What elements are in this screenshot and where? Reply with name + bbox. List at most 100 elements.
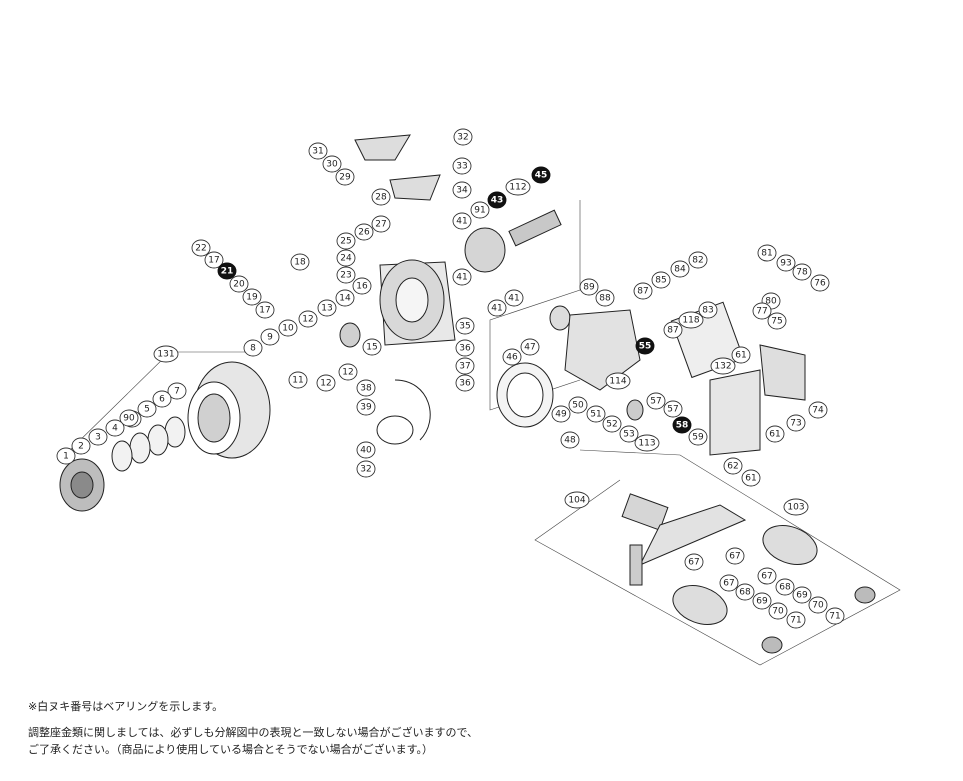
callout-label: 74 xyxy=(812,406,824,416)
part-callout: 49 xyxy=(551,405,571,423)
callout-bubble xyxy=(595,289,615,307)
part-callout: 24 xyxy=(336,249,356,267)
callout-bubble xyxy=(356,441,376,459)
part-callout: 85 xyxy=(651,271,671,289)
callout-bubble xyxy=(757,567,777,585)
part-callout: 36 xyxy=(455,339,475,357)
callout-bubble xyxy=(776,254,796,272)
callout-label: 12 xyxy=(302,315,313,325)
callout-bubble xyxy=(723,457,743,475)
callout-label: 89 xyxy=(583,283,595,293)
part-callout: 26 xyxy=(354,223,374,241)
callout-label: 51 xyxy=(590,410,601,420)
callout-bubble xyxy=(338,363,358,381)
callout-label: 49 xyxy=(555,410,567,420)
callout-bubble xyxy=(455,357,475,375)
callout-label: 67 xyxy=(761,572,772,582)
callout-bubble xyxy=(684,553,704,571)
callout-label: 46 xyxy=(506,353,518,363)
part-callout: 90 xyxy=(119,409,139,427)
part-callout: 39 xyxy=(356,398,376,416)
part-callout: 57 xyxy=(663,400,683,418)
callout-label: 55 xyxy=(639,342,652,352)
callout-label: 20 xyxy=(233,280,245,290)
callout-bubble xyxy=(825,607,845,625)
callout-label: 67 xyxy=(729,552,740,562)
part-callout: 104 xyxy=(564,491,590,509)
callout-bubble xyxy=(670,260,690,278)
callout-bubble xyxy=(605,372,631,390)
part-callout: 131 xyxy=(153,345,179,363)
callout-label: 88 xyxy=(599,294,611,304)
callout-label: 67 xyxy=(723,579,734,589)
callout-label: 43 xyxy=(491,196,504,206)
callout-bubble xyxy=(354,223,374,241)
callout-label: 37 xyxy=(459,362,470,372)
callout-label: 32 xyxy=(457,133,468,143)
part-callout: 113 xyxy=(634,434,660,452)
callout-label: 113 xyxy=(638,439,655,449)
callout-bubble xyxy=(792,586,812,604)
callout-bubble xyxy=(455,317,475,335)
part-callout: 10 xyxy=(278,319,298,337)
part-callout: 35 xyxy=(455,317,475,335)
callout-label: 87 xyxy=(667,326,678,336)
part-callout: 38 xyxy=(356,379,376,397)
part-callout: 71 xyxy=(786,611,806,629)
part-callouts: 3231302933342827262524232217212019181716… xyxy=(56,128,845,629)
part-callout: 45 xyxy=(531,166,551,184)
callout-label: 33 xyxy=(456,162,467,172)
part-callout: 82 xyxy=(688,251,708,269)
part-callout: 17 xyxy=(204,251,224,269)
part-callout: 61 xyxy=(765,425,785,443)
callout-bubble xyxy=(786,414,806,432)
part-callout: 55 xyxy=(635,337,655,355)
part-callout: 33 xyxy=(452,157,472,175)
part-callout: 41 xyxy=(452,212,472,230)
callout-label: 132 xyxy=(714,362,731,372)
part-callout: 31 xyxy=(308,142,328,160)
callout-label: 91 xyxy=(474,206,485,216)
callout-bubble xyxy=(453,128,473,146)
part-callout: 50 xyxy=(568,396,588,414)
callout-label: 61 xyxy=(745,474,756,484)
part-callout: 48 xyxy=(560,431,580,449)
callout-bubble xyxy=(455,374,475,392)
part-callout: 53 xyxy=(619,425,639,443)
callout-bubble xyxy=(735,583,755,601)
callout-label: 57 xyxy=(667,405,678,415)
exploded-parts-diagram: 3231302933342827262524232217212019181716… xyxy=(56,128,901,666)
callout-bubble xyxy=(298,310,318,328)
callout-bubble xyxy=(452,157,472,175)
callout-bubble xyxy=(336,266,356,284)
callout-label: 47 xyxy=(524,343,535,353)
callout-label: 17 xyxy=(208,256,219,266)
callout-bubble xyxy=(119,409,139,427)
callout-label: 41 xyxy=(456,217,467,227)
part-callout: 27 xyxy=(371,215,391,233)
callout-label: 23 xyxy=(340,271,351,281)
callout-bubble xyxy=(808,401,828,419)
pinion-assembly xyxy=(464,209,571,331)
callout-bubble xyxy=(678,311,704,329)
callout-label: 36 xyxy=(459,379,471,389)
callout-label: 5 xyxy=(144,405,150,415)
callout-bubble xyxy=(105,419,125,437)
callout-label: 38 xyxy=(360,384,372,394)
callout-label: 1 xyxy=(63,452,69,462)
part-callout: 41 xyxy=(452,268,472,286)
part-callout: 61 xyxy=(731,346,751,364)
callout-bubble xyxy=(336,232,356,250)
callout-bubble xyxy=(137,400,157,418)
callout-label: 11 xyxy=(292,376,303,386)
callout-label: 48 xyxy=(564,436,576,446)
callout-label: 12 xyxy=(320,379,331,389)
callout-label: 27 xyxy=(375,220,386,230)
callout-label: 59 xyxy=(692,433,704,443)
callout-bubble xyxy=(487,191,507,209)
part-callout: 57 xyxy=(646,392,666,410)
part-callout: 71 xyxy=(825,607,845,625)
callout-bubble xyxy=(725,547,745,565)
part-callout: 14 xyxy=(335,289,355,307)
callout-label: 28 xyxy=(375,193,387,203)
